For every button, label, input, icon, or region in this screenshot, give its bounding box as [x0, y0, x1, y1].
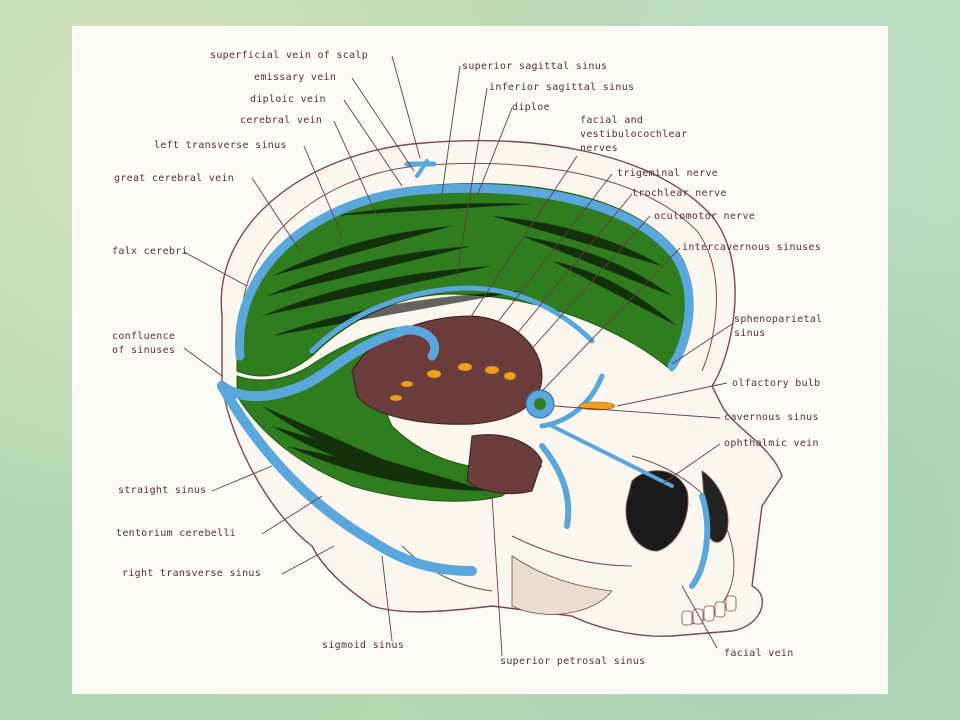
label-superior-sagittal-sinus: superior sagittal sinus [462, 61, 607, 72]
superior-sagittal-sinus-path [235, 183, 694, 371]
label-sphenoparietal-line2: sinus [734, 328, 766, 339]
label-confluence-line1: confluence [112, 331, 175, 342]
label-inferior-sagittal-sinus: inferior sagittal sinus [489, 82, 634, 93]
skull-venous-sinus-diagram: superficial vein of scalp emissary vein … [112, 50, 823, 667]
label-great-cerebral-vein: great cerebral vein [114, 173, 234, 184]
label-cerebral-vein: cerebral vein [240, 115, 322, 126]
trochlear-nerve-dot [484, 365, 500, 375]
label-trochlear-nerve: trochlear nerve [632, 188, 727, 199]
label-sigmoid-sinus: sigmoid sinus [322, 640, 404, 651]
label-confluence-line2: of sinuses [112, 345, 175, 356]
label-sphenoparietal-line1: sphenoparietal [734, 314, 823, 325]
transverse-sinus-path [217, 381, 477, 576]
great-cerebral-vein-path [397, 325, 439, 361]
label-facial-vein: facial vein [724, 648, 794, 659]
cavernous-sinus-center [534, 398, 546, 410]
label-ophthalmic-vein: ophthalmic vein [724, 438, 819, 449]
label-diploe: diploe [512, 102, 550, 113]
label-tentorium-cerebelli: tentorium cerebelli [116, 528, 236, 539]
label-diploic-vein: diploic vein [250, 94, 326, 105]
label-superior-petrosal-sinus: superior petrosal sinus [500, 656, 645, 667]
straight-sinus-path [217, 326, 407, 402]
label-right-transverse-sinus: right transverse sinus [122, 568, 261, 579]
ophthalmic-vein-path [550, 424, 674, 488]
oculomotor-nerve-dot [503, 371, 517, 381]
sigmoid-sinus-path [539, 443, 572, 529]
diagram-frame: superficial vein of scalp emissary vein … [72, 26, 888, 694]
label-facial-vestibulocochlear-line1: facial and [580, 115, 643, 126]
tentorium-cerebelli-shape [236, 325, 543, 502]
label-trigeminal-nerve: trigeminal nerve [617, 168, 718, 179]
olfactory-bulb-shape [578, 401, 616, 411]
label-oculomotor-nerve: oculomotor nerve [654, 211, 755, 222]
leader-lines [183, 55, 733, 657]
facial-nerve-dot [426, 369, 442, 379]
facial-vein-path [689, 493, 711, 589]
label-facial-vestibulocochlear-line3: nerves [580, 143, 618, 154]
label-olfactory-bulb: olfactory bulb [732, 378, 821, 389]
dura-hatching [261, 202, 678, 492]
label-straight-sinus: straight sinus [118, 485, 207, 496]
label-falx-cerebri: falx cerebri [112, 246, 188, 257]
label-cavernous-sinus: cavernous sinus [724, 412, 819, 423]
trigeminal-nerve-dot [457, 362, 473, 372]
label-intercavernous-sinuses: intercavernous sinuses [682, 242, 821, 253]
inferior-sagittal-sinus-path [309, 285, 595, 354]
venous-sinuses [217, 159, 711, 589]
label-left-transverse-sinus: left transverse sinus [154, 140, 287, 151]
superior-petrosal-sinus-path [539, 373, 605, 429]
label-facial-vestibulocochlear-line2: vestibulocochlear [580, 129, 687, 140]
cranial-nerves [389, 362, 616, 411]
label-emissary-vein: emissary vein [254, 72, 336, 83]
label-superficial-vein-of-scalp: superficial vein of scalp [210, 50, 368, 61]
posterior-fossa-shape [466, 434, 543, 495]
